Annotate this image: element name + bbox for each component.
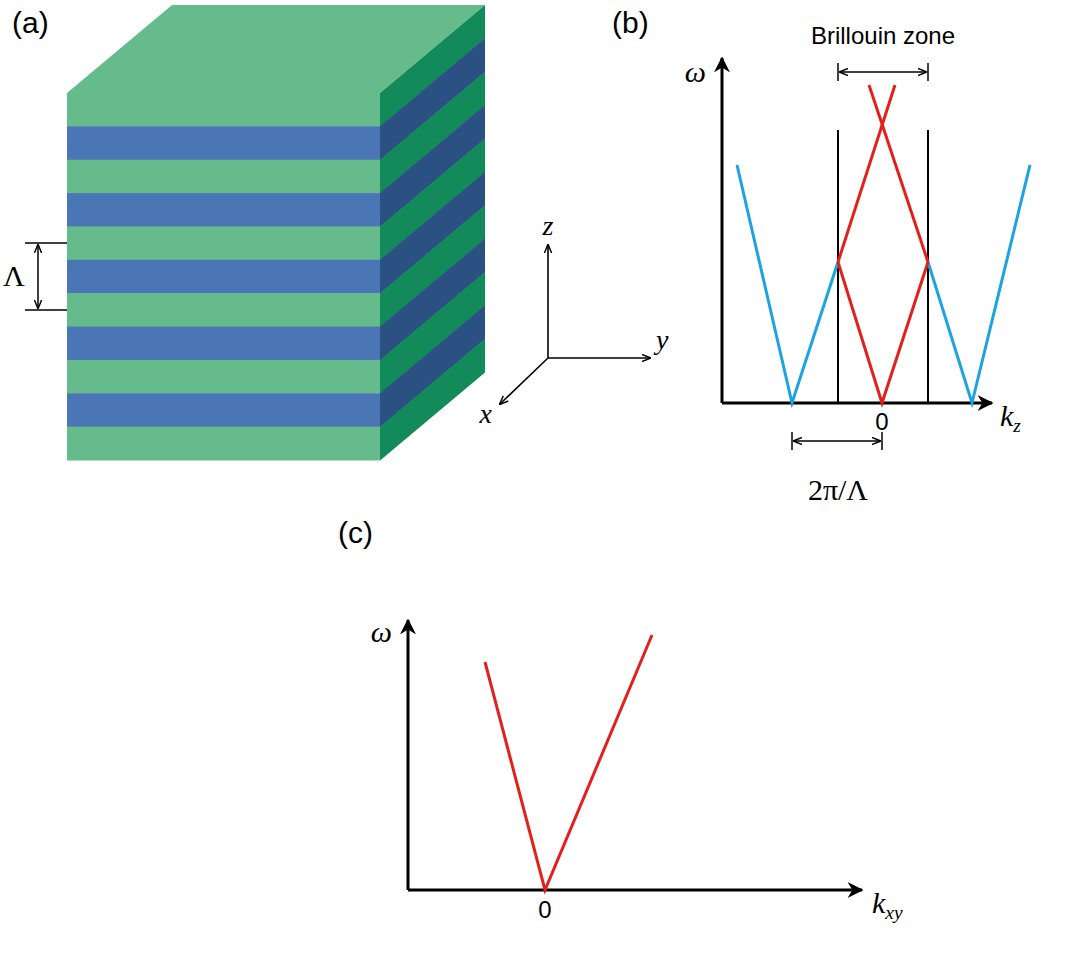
panel-label: (c) <box>338 518 373 548</box>
layer-front <box>67 360 380 394</box>
origin-label: 0 <box>875 410 888 434</box>
layer-front <box>67 126 380 160</box>
coordinate-axes <box>500 245 650 404</box>
layer-front <box>67 260 380 294</box>
period-symbol: Λ <box>3 261 25 291</box>
layer-side <box>380 339 485 461</box>
axis-label: ω <box>371 617 392 647</box>
axis-label: kz <box>1000 401 1021 435</box>
layer-front <box>67 226 380 260</box>
layer-front <box>67 193 380 227</box>
band-diagram-folded <box>722 58 1030 450</box>
dimension-label: 2π/Λ <box>808 475 868 505</box>
layer-front <box>67 427 380 461</box>
panel-label: (b) <box>612 8 649 38</box>
axis-label: z <box>543 212 554 240</box>
panel-label: (a) <box>12 8 49 38</box>
layered-cube <box>67 5 485 461</box>
origin-label: 0 <box>538 898 551 922</box>
axis-label: y <box>656 326 668 354</box>
axis-label: ω <box>685 57 706 87</box>
period-bracket <box>25 243 67 310</box>
zone-label: Brillouin zone <box>811 24 955 48</box>
axis-label: x <box>480 400 492 428</box>
layer-front <box>67 293 380 327</box>
layer-front <box>67 327 380 361</box>
layer-front <box>67 393 380 427</box>
layer-front <box>67 93 380 127</box>
layer-front <box>67 160 380 194</box>
axis-label: kxy <box>872 888 903 922</box>
band-diagram-inplane <box>408 620 862 890</box>
